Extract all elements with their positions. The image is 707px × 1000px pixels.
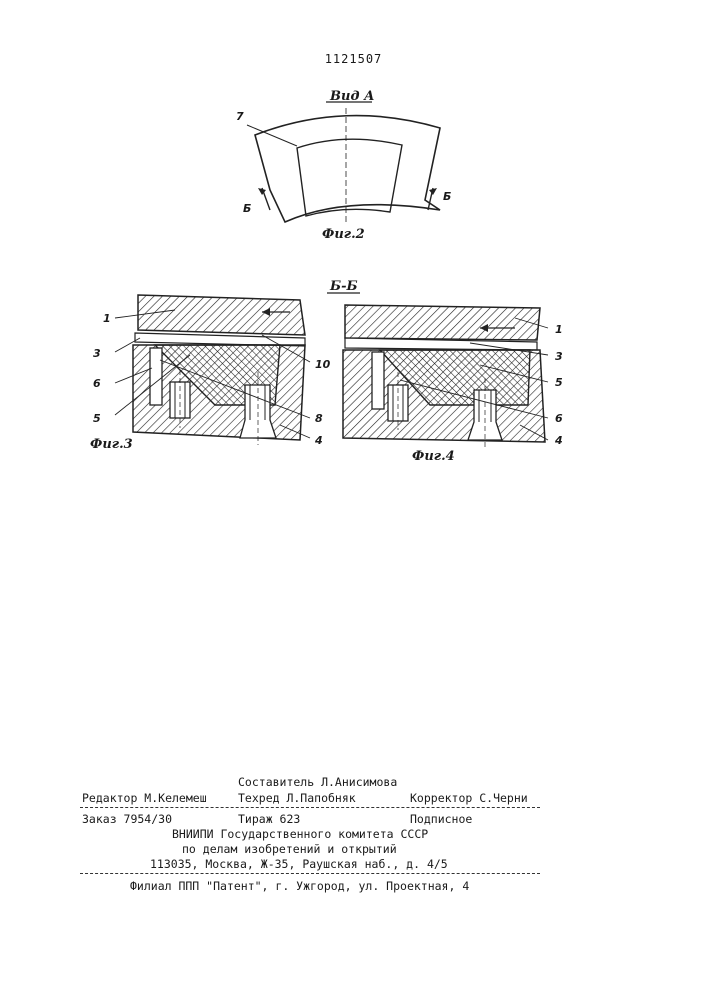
divider — [80, 873, 540, 874]
section-mark-right: Б — [443, 190, 451, 203]
fig4-caption: Фиг.4 — [412, 449, 455, 464]
order-line: Заказ 7954/30 — [82, 812, 172, 826]
section-mark-left: Б — [243, 202, 251, 215]
fig4-label-3: 3 — [555, 350, 563, 363]
editor-line: Редактор М.Келемеш — [82, 791, 207, 805]
section-title: Б-Б — [329, 279, 358, 294]
figure-2: Вид А 7 Б Б Фиг.2 — [236, 89, 451, 242]
figure-4: 1 3 5 6 4 Фиг.4 — [343, 305, 563, 464]
fig3-caption: Фиг.3 — [90, 437, 133, 452]
figure-3: 1 3 6 5 10 8 4 Фиг.3 — [90, 295, 331, 452]
fig3-label-6: 6 — [93, 377, 101, 390]
print-run-line: Тираж 623 — [238, 812, 300, 826]
techred-line: Техред Л.Папобняк — [238, 791, 356, 805]
patent-drawings: Вид А 7 Б Б Фиг.2 Б-Б — [0, 0, 707, 480]
compiler-line: Составитель Л.Анисимова — [238, 775, 397, 789]
fig4-label-1: 1 — [555, 323, 563, 336]
fig3-label-3: 3 — [93, 347, 101, 360]
divider — [80, 807, 540, 808]
corrector-line: Корректор С.Черни — [410, 791, 528, 805]
fig4-label-6: 6 — [555, 412, 563, 425]
org-line-2: по делам изобретений и открытий — [182, 842, 397, 856]
subscription-line: Подписное — [410, 812, 472, 826]
fig3-label-8: 8 — [315, 412, 323, 425]
org-line-1: ВНИИПИ Государственного комитета СССР — [172, 827, 428, 841]
fig2-caption: Фиг.2 — [322, 227, 365, 242]
fig3-label-1: 1 — [103, 312, 111, 325]
address-line: 113035, Москва, Ж-35, Раушская наб., д. … — [150, 857, 448, 871]
fig4-label-5: 5 — [555, 376, 563, 389]
label-7: 7 — [236, 110, 244, 123]
fig3-label-4: 4 — [314, 434, 323, 447]
fig3-label-10: 10 — [315, 358, 331, 371]
fig4-label-4: 4 — [554, 434, 563, 447]
fig3-label-5: 5 — [93, 412, 101, 425]
branch-line: Филиал ППП "Патент", г. Ужгород, ул. Про… — [130, 879, 469, 893]
